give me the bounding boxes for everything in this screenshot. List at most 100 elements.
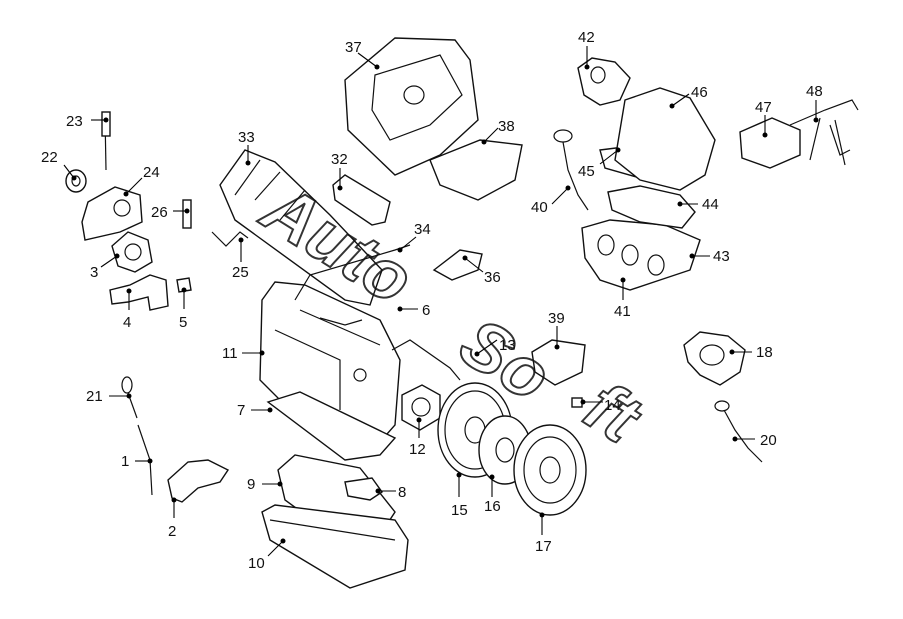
callout-10: 10 (248, 538, 286, 572)
callout-label: 12 (409, 441, 426, 458)
callout-20: 20 (732, 432, 777, 449)
callout-label: 5 (179, 314, 187, 331)
coolant-pipe-4 (109, 274, 169, 311)
callout-48: 48 (806, 83, 823, 123)
callout-label: 22 (41, 149, 58, 166)
callout-label: 41 (614, 303, 631, 320)
glow-plug-23 (101, 111, 111, 171)
callout-label: 6 (422, 302, 430, 319)
callout-46: 46 (669, 84, 708, 109)
callout-label: 43 (713, 248, 730, 265)
callout-label: 24 (143, 164, 160, 181)
callout-label: 20 (760, 432, 777, 449)
callout-12: 12 (409, 417, 426, 458)
callout-8: 8 (375, 484, 406, 501)
callout-2: 2 (168, 497, 177, 540)
cap-22 (65, 169, 87, 193)
callout-16: 16 (484, 474, 501, 515)
callout-38: 38 (481, 118, 515, 145)
callout-label: 21 (86, 388, 103, 405)
callout-label: 8 (398, 484, 406, 501)
valve-36 (432, 249, 483, 281)
callout-label: 38 (498, 118, 515, 135)
callout-40: 40 (531, 185, 571, 216)
callout-22: 22 (41, 149, 77, 181)
callout-36: 36 (462, 255, 501, 286)
callout-3: 3 (90, 253, 120, 281)
callout-45: 45 (578, 147, 621, 180)
callout-label: 44 (702, 196, 719, 213)
pressure-plate-17 (513, 424, 587, 516)
callout-label: 23 (66, 113, 83, 130)
cover-support-38 (429, 139, 523, 201)
callout-34: 34 (397, 221, 431, 253)
sensor-26 (182, 199, 192, 229)
callout-18: 18 (729, 344, 773, 361)
callout-label: 13 (499, 337, 516, 354)
pipe-20 (714, 400, 763, 463)
sensor-32 (332, 174, 391, 226)
callout-label: 1 (121, 453, 129, 470)
callout-label: 47 (755, 99, 772, 116)
oil-pan-10 (261, 504, 409, 589)
callout-label: 2 (168, 523, 176, 540)
callout-label: 25 (232, 264, 249, 281)
seal-12 (401, 384, 441, 431)
callout-label: 3 (90, 264, 98, 281)
callout-label: 7 (237, 402, 245, 419)
callout-17: 17 (535, 512, 552, 555)
bracket-2 (167, 459, 230, 503)
egr-valve-18 (683, 331, 746, 386)
pipe-40 (553, 129, 589, 211)
callout-47: 47 (755, 99, 772, 138)
callout-43: 43 (689, 248, 730, 265)
callout-label: 4 (123, 314, 131, 331)
callout-label: 48 (806, 83, 823, 100)
callout-11: 11 (222, 345, 265, 362)
callout-label: 11 (222, 345, 238, 362)
callout-label: 34 (414, 221, 431, 238)
heat-shield-44 (607, 185, 696, 229)
engine-cover-37 (344, 37, 479, 176)
callout-37: 37 (345, 39, 380, 70)
callout-label: 40 (531, 199, 548, 216)
callout-9: 9 (247, 476, 283, 493)
egr-valve-42 (577, 57, 631, 106)
hose-25 (211, 231, 249, 247)
callout-41: 41 (614, 277, 631, 320)
callout-33: 33 (238, 129, 255, 166)
callout-23: 23 (66, 113, 109, 130)
callout-13: 13 (474, 337, 516, 357)
exhaust-manifold-46 (614, 87, 716, 191)
callout-label: 16 (484, 498, 501, 515)
wiring-harness-48 (789, 99, 859, 166)
sensor-14 (571, 397, 583, 408)
callout-44: 44 (677, 196, 719, 213)
callout-label: 42 (578, 29, 595, 46)
callout-15: 15 (451, 472, 468, 519)
callout-label: 18 (756, 344, 773, 361)
vacuum-pump-39 (531, 339, 586, 386)
callout-label: 46 (691, 84, 708, 101)
callout-label: 36 (484, 269, 501, 286)
callout-42: 42 (578, 29, 595, 70)
callout-26: 26 (151, 204, 190, 221)
callout-21: 21 (86, 388, 132, 405)
callout-25: 25 (232, 237, 249, 281)
callout-4: 4 (123, 288, 132, 331)
callout-7: 7 (237, 402, 273, 419)
callout-label: 26 (151, 204, 168, 221)
callout-5: 5 (179, 287, 187, 331)
callout-14: 14 (580, 397, 621, 414)
pipe-13 (391, 339, 461, 381)
callout-label: 9 (247, 476, 255, 493)
callout-label: 17 (535, 538, 552, 555)
sensor-5 (176, 277, 192, 293)
callout-label: 37 (345, 39, 362, 56)
callout-label: 39 (548, 310, 565, 327)
intake-manifold-43 (581, 219, 701, 291)
callout-label: 10 (248, 555, 265, 572)
callout-label: 45 (578, 163, 595, 180)
gasket-7 (266, 391, 397, 461)
